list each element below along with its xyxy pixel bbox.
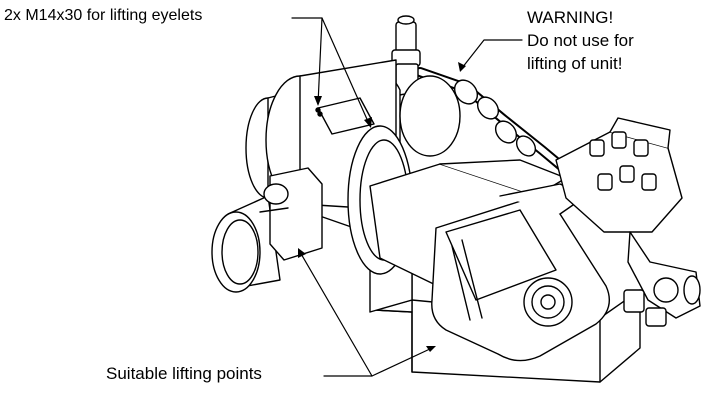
warning-line-1: WARNING! (527, 8, 614, 27)
pump-head (555, 117, 701, 327)
leader-arrowheads (298, 62, 466, 352)
motor-end-cap (211, 167, 323, 293)
warning-line-3: lifting of unit! (527, 54, 623, 73)
coolant-hose (415, 67, 571, 175)
warning-callout: WARNING! Do not use for lifting of unit! (527, 6, 634, 75)
warning-line-2: Do not use for (527, 31, 634, 50)
lifting-points-callout: Suitable lifting points (106, 364, 262, 383)
eyelets-callout: 2x M14x30 for lifting eyelets (4, 7, 203, 24)
leader-lines (291, 17, 523, 377)
